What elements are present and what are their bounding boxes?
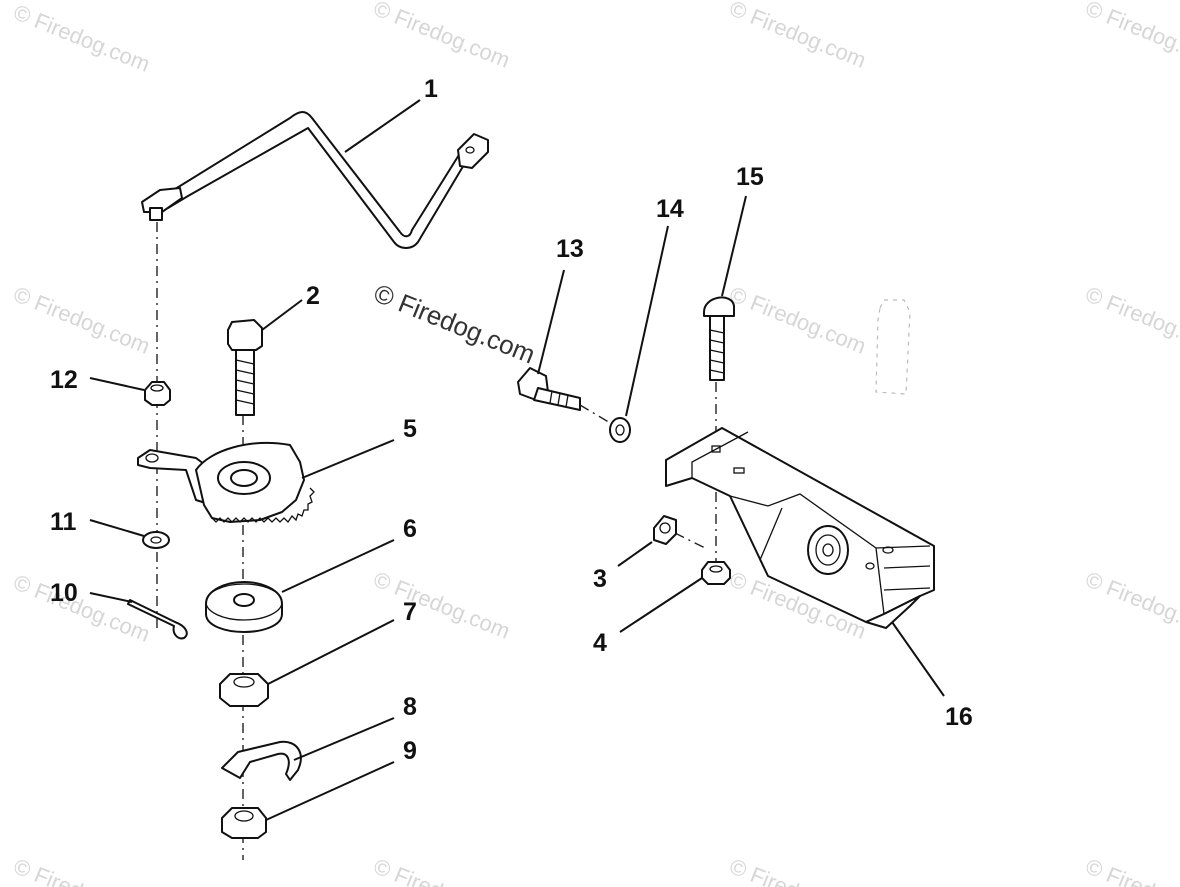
part-2-bolt — [227, 319, 263, 416]
watermark-center: © Firedog.com — [370, 278, 540, 370]
part-13-stud — [517, 367, 581, 411]
callout-numbers: 1 2 3 4 5 6 7 8 9 10 11 12 13 14 15 16 — [50, 75, 973, 765]
callout-13: 13 — [556, 235, 584, 263]
callout-3: 3 — [593, 565, 607, 593]
callout-16: 16 — [945, 703, 973, 731]
watermark: © Firedog.com — [10, 853, 153, 887]
part-1-control-rod — [141, 111, 489, 249]
leader-1 — [344, 99, 421, 153]
leader-2 — [261, 299, 303, 331]
watermark: © Firedog.com — [370, 853, 513, 887]
part-9-nut — [221, 807, 267, 839]
leader-6 — [281, 539, 395, 593]
callout-15: 15 — [736, 163, 764, 191]
watermark: © Firedog.com — [726, 0, 869, 73]
part-11-washer — [142, 531, 170, 549]
part-14-washer — [609, 417, 631, 443]
leader-13 — [537, 269, 565, 375]
watermark: © Firedog.com — [10, 281, 153, 358]
callout-4: 4 — [593, 629, 607, 657]
axis-diagonal — [579, 404, 613, 425]
leader-16 — [891, 621, 945, 697]
part-5-sector-gear — [137, 442, 315, 524]
watermark: © Firedog.com — [1082, 566, 1180, 643]
callout-8: 8 — [403, 693, 417, 721]
leader-3 — [617, 541, 653, 567]
leader-10 — [89, 592, 133, 603]
leader-4 — [619, 577, 703, 633]
watermark: © Firedog.com — [1082, 281, 1180, 358]
callout-2: 2 — [306, 282, 320, 310]
leader-15 — [721, 195, 747, 297]
callout-10: 10 — [50, 579, 78, 607]
callout-5: 5 — [403, 415, 417, 443]
leader-14 — [625, 225, 669, 417]
watermark: © Firedog.com — [10, 569, 153, 646]
leader-5 — [301, 439, 395, 479]
leader-lines — [89, 99, 945, 821]
callout-9: 9 — [403, 737, 417, 765]
background-pin — [875, 299, 911, 395]
callout-6: 6 — [403, 515, 417, 543]
part-3-nut — [653, 515, 677, 545]
watermark: © Firedog.com — [1082, 0, 1180, 73]
part-8-clip — [221, 740, 302, 781]
watermark: © Firedog.com — [370, 0, 513, 73]
watermark: © Firedog.com — [370, 566, 513, 643]
callout-11: 11 — [50, 508, 77, 536]
leader-7 — [267, 619, 395, 685]
leader-11 — [89, 519, 145, 537]
watermark: © Firedog.com — [726, 853, 869, 887]
part-4-nut — [701, 561, 731, 585]
part-7-nut — [219, 673, 269, 707]
leader-9 — [265, 761, 395, 821]
callout-12: 12 — [50, 366, 78, 394]
watermark: © Firedog.com — [726, 281, 869, 358]
watermark: © Firedog.com — [1082, 853, 1180, 887]
callout-7: 7 — [403, 598, 417, 626]
part-12-nut — [144, 381, 171, 406]
part-10-cotter-pin — [127, 599, 188, 640]
part-6-washer — [205, 581, 283, 633]
callout-1: 1 — [424, 75, 438, 103]
leader-12 — [89, 377, 145, 391]
watermarks: © Firedog.com © Firedog.com © Firedog.co… — [10, 0, 1180, 887]
part-16-bracket — [665, 427, 935, 629]
callout-14: 14 — [656, 195, 684, 223]
axis-nut-3 — [674, 532, 706, 549]
part-15-carriage-bolt — [703, 296, 735, 381]
leader-8 — [293, 717, 395, 761]
watermark: © Firedog.com — [10, 0, 153, 77]
